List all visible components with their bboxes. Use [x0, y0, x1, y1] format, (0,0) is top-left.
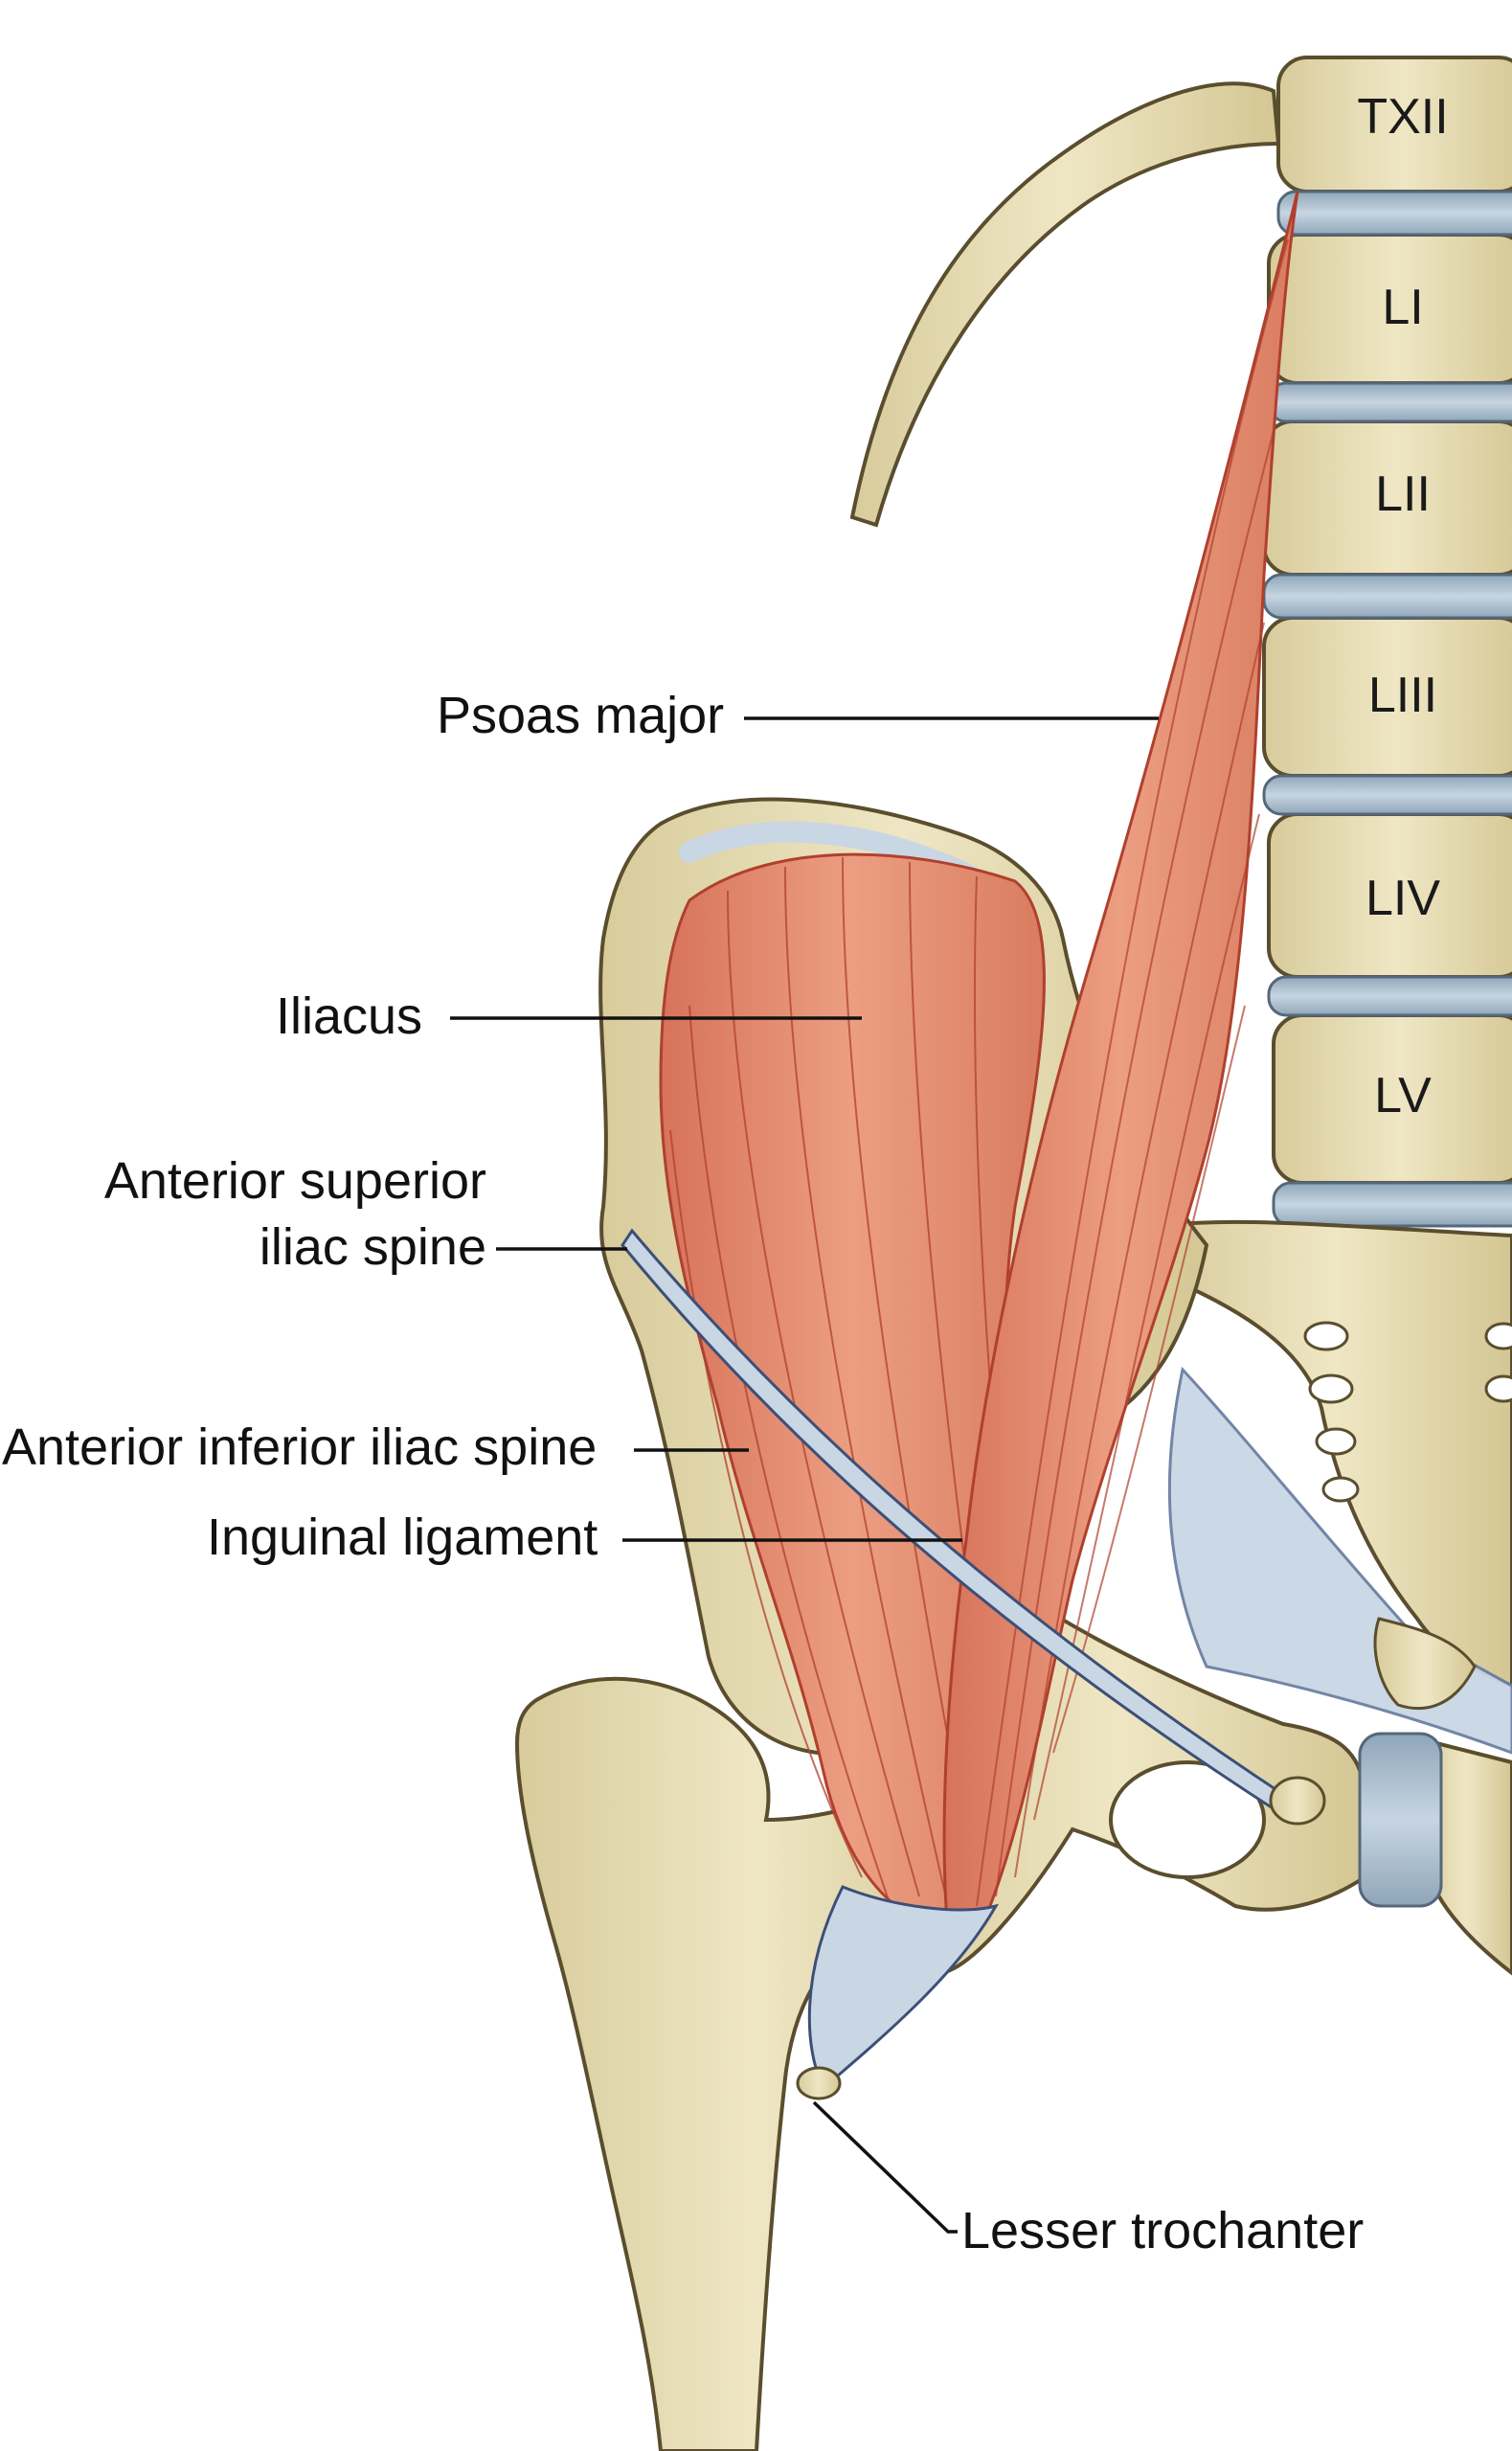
label-asis-line2: iliac spine [259, 1218, 486, 1276]
iliopsoas-tendon [807, 1885, 1000, 2091]
leader-lines [450, 716, 1159, 2234]
pubic-symphysis [1358, 1732, 1443, 1908]
vertebra-label-li: LI [1382, 280, 1424, 335]
vertebra-label-lv: LV [1374, 1068, 1432, 1123]
vertebra-label-liii: LIII [1367, 668, 1438, 723]
vertebra-label-liv: LIV [1365, 871, 1441, 926]
twelfth-rib [849, 81, 1281, 528]
vertebra-label-txii: TXII [1357, 89, 1449, 145]
vertebral-column [1262, 56, 1512, 1228]
vertebra-label-lii: LII [1375, 466, 1431, 522]
label-asis-line1: Anterior superior [103, 1152, 486, 1210]
lesser-trochanter-bone [796, 2066, 842, 2100]
obturator-foramen [1109, 1760, 1266, 1879]
label-inguinal-ligament: Inguinal ligament [207, 1509, 598, 1566]
label-aiis: Anterior inferior iliac spine [2, 1418, 598, 1476]
label-psoas-major: Psoas major [437, 687, 725, 744]
psoas-major-muscle [942, 191, 1299, 1938]
sacral-foramina [1303, 1321, 1512, 1503]
coccyx [1373, 1617, 1477, 1711]
label-lesser-trochanter: Lesser trochanter [961, 2202, 1365, 2259]
label-iliacus: Iliacus [276, 987, 423, 1045]
